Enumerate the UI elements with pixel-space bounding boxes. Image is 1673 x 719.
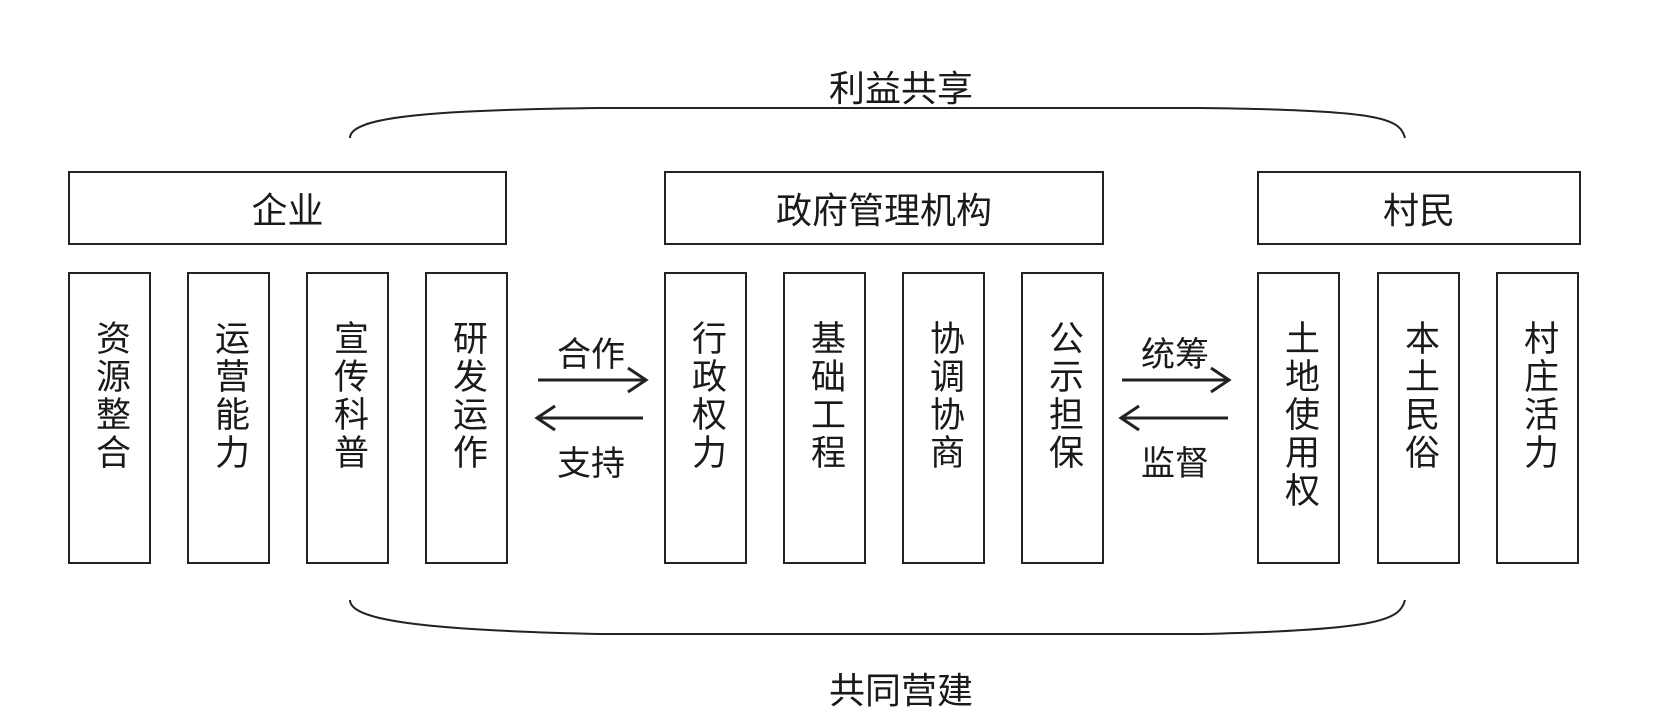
right-arrow-icon — [1122, 366, 1232, 394]
government-item-label: 行政权力 — [686, 320, 726, 472]
top-brace — [349, 107, 1406, 139]
top-label: 利益共享 — [828, 69, 973, 110]
enterprise-item-label: 宣传科普 — [328, 320, 368, 472]
right-arrow-icon — [538, 366, 649, 394]
government-item-label: 公示担保 — [1043, 320, 1083, 472]
government-item-label: 协调协商 — [924, 320, 964, 472]
villagers-header: 村民 — [1257, 171, 1581, 245]
enterprise-title: 企业 — [251, 191, 324, 232]
government-item-label: 基础工程 — [805, 320, 845, 472]
government-item: 基础工程 — [783, 272, 866, 564]
arrow-label-coordinate: 统筹 — [1141, 335, 1209, 375]
villagers-item: 村庄活力 — [1496, 272, 1579, 564]
arrow-label-supervise: 监督 — [1141, 444, 1209, 484]
villagers-title: 村民 — [1382, 191, 1455, 232]
enterprise-item: 宣传科普 — [306, 272, 389, 564]
enterprise-item: 运营能力 — [187, 272, 270, 564]
government-title: 政府管理机构 — [775, 191, 992, 232]
bottom-label: 共同营建 — [828, 671, 973, 712]
bottom-brace — [349, 599, 1406, 635]
enterprise-header: 企业 — [68, 171, 507, 245]
villagers-item: 土地使用权 — [1257, 272, 1340, 564]
enterprise-item-label: 资源整合 — [90, 320, 130, 472]
government-item: 行政权力 — [664, 272, 747, 564]
left-arrow-icon — [534, 404, 643, 432]
villagers-item: 本土民俗 — [1377, 272, 1460, 564]
enterprise-item: 资源整合 — [68, 272, 151, 564]
enterprise-item: 研发运作 — [425, 272, 508, 564]
government-header: 政府管理机构 — [664, 171, 1104, 245]
villagers-item-label: 本土民俗 — [1399, 320, 1439, 472]
villagers-item-label: 土地使用权 — [1279, 320, 1319, 510]
enterprise-item-label: 运营能力 — [209, 320, 249, 472]
government-item: 协调协商 — [902, 272, 985, 564]
enterprise-item-label: 研发运作 — [447, 320, 487, 472]
left-arrow-icon — [1118, 404, 1228, 432]
government-item: 公示担保 — [1021, 272, 1104, 564]
villagers-item-label: 村庄活力 — [1518, 320, 1558, 472]
arrow-label-support: 支持 — [557, 444, 625, 484]
arrow-label-cooperate: 合作 — [557, 335, 625, 375]
